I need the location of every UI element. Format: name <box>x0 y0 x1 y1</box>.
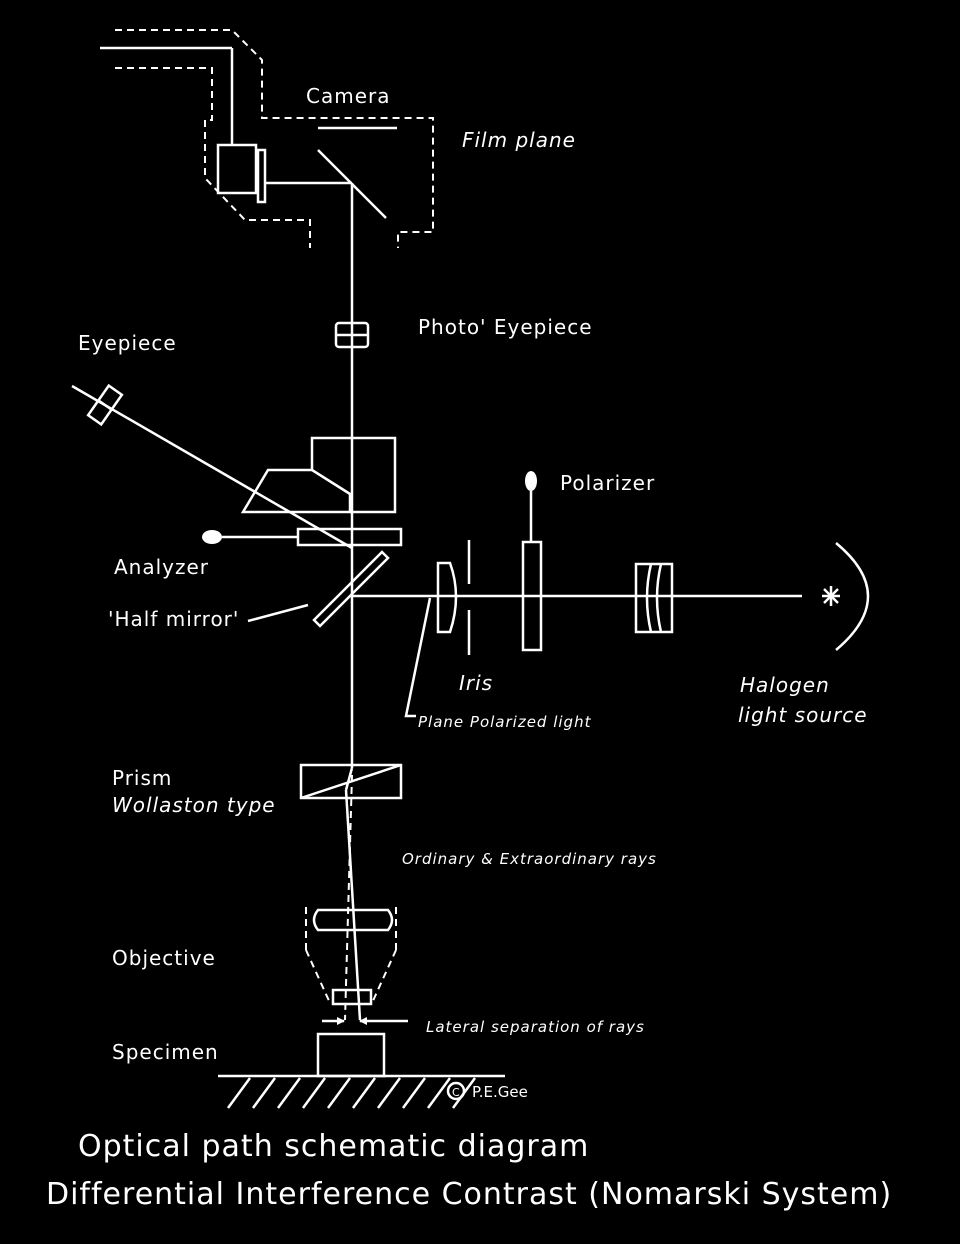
label-photo-eyepiece: Photo' Eyepiece <box>418 315 593 339</box>
half-mirror <box>247 550 390 628</box>
label-camera: Camera <box>306 84 391 108</box>
plane-polarized-pointer <box>404 597 432 718</box>
label-objective: Objective <box>112 946 216 970</box>
label-specimen: Specimen <box>112 1040 219 1064</box>
label-half-mirror: 'Half mirror' <box>108 607 239 631</box>
photo-eyepiece-element <box>334 321 370 349</box>
split-rays <box>344 767 362 1021</box>
label-halogen: Halogen <box>740 673 830 697</box>
label-lateral-separation: Lateral separation of rays <box>426 1018 645 1036</box>
prism-block <box>240 436 397 514</box>
lateral-separation-arrows <box>322 1017 408 1025</box>
label-iris: Iris <box>459 671 493 695</box>
copyright-symbol: C <box>452 1086 460 1099</box>
polarizer-element <box>521 471 543 652</box>
label-eyepiece: Eyepiece <box>78 331 177 355</box>
label-analyzer: Analyzer <box>114 555 209 579</box>
label-light-source: light source <box>738 703 868 727</box>
halogen-lamp <box>822 542 870 651</box>
camera-housing <box>100 29 434 248</box>
condenser-lens <box>634 562 674 634</box>
collector-lens <box>436 561 458 634</box>
caption-subtitle: Differential Interference Contrast (Noma… <box>46 1177 892 1212</box>
specimen-block <box>218 1032 505 1109</box>
label-prism: Prism <box>112 766 172 790</box>
label-rays: Ordinary & Extraordinary rays <box>402 850 657 868</box>
copyright-text: P.E.Gee <box>472 1083 528 1101</box>
eyepiece-element <box>71 383 353 550</box>
label-polarizer: Polarizer <box>560 471 655 495</box>
analyzer-element <box>202 527 403 547</box>
copyright-mark: C P.E.Gee <box>446 1081 528 1101</box>
label-film-plane: Film plane <box>462 128 576 152</box>
objective-lens <box>305 907 397 1006</box>
label-wollaston-type: Wollaston type <box>112 793 276 817</box>
caption-title: Optical path schematic diagram <box>78 1129 589 1164</box>
label-plane-polarized-light: Plane Polarized light <box>418 713 592 731</box>
